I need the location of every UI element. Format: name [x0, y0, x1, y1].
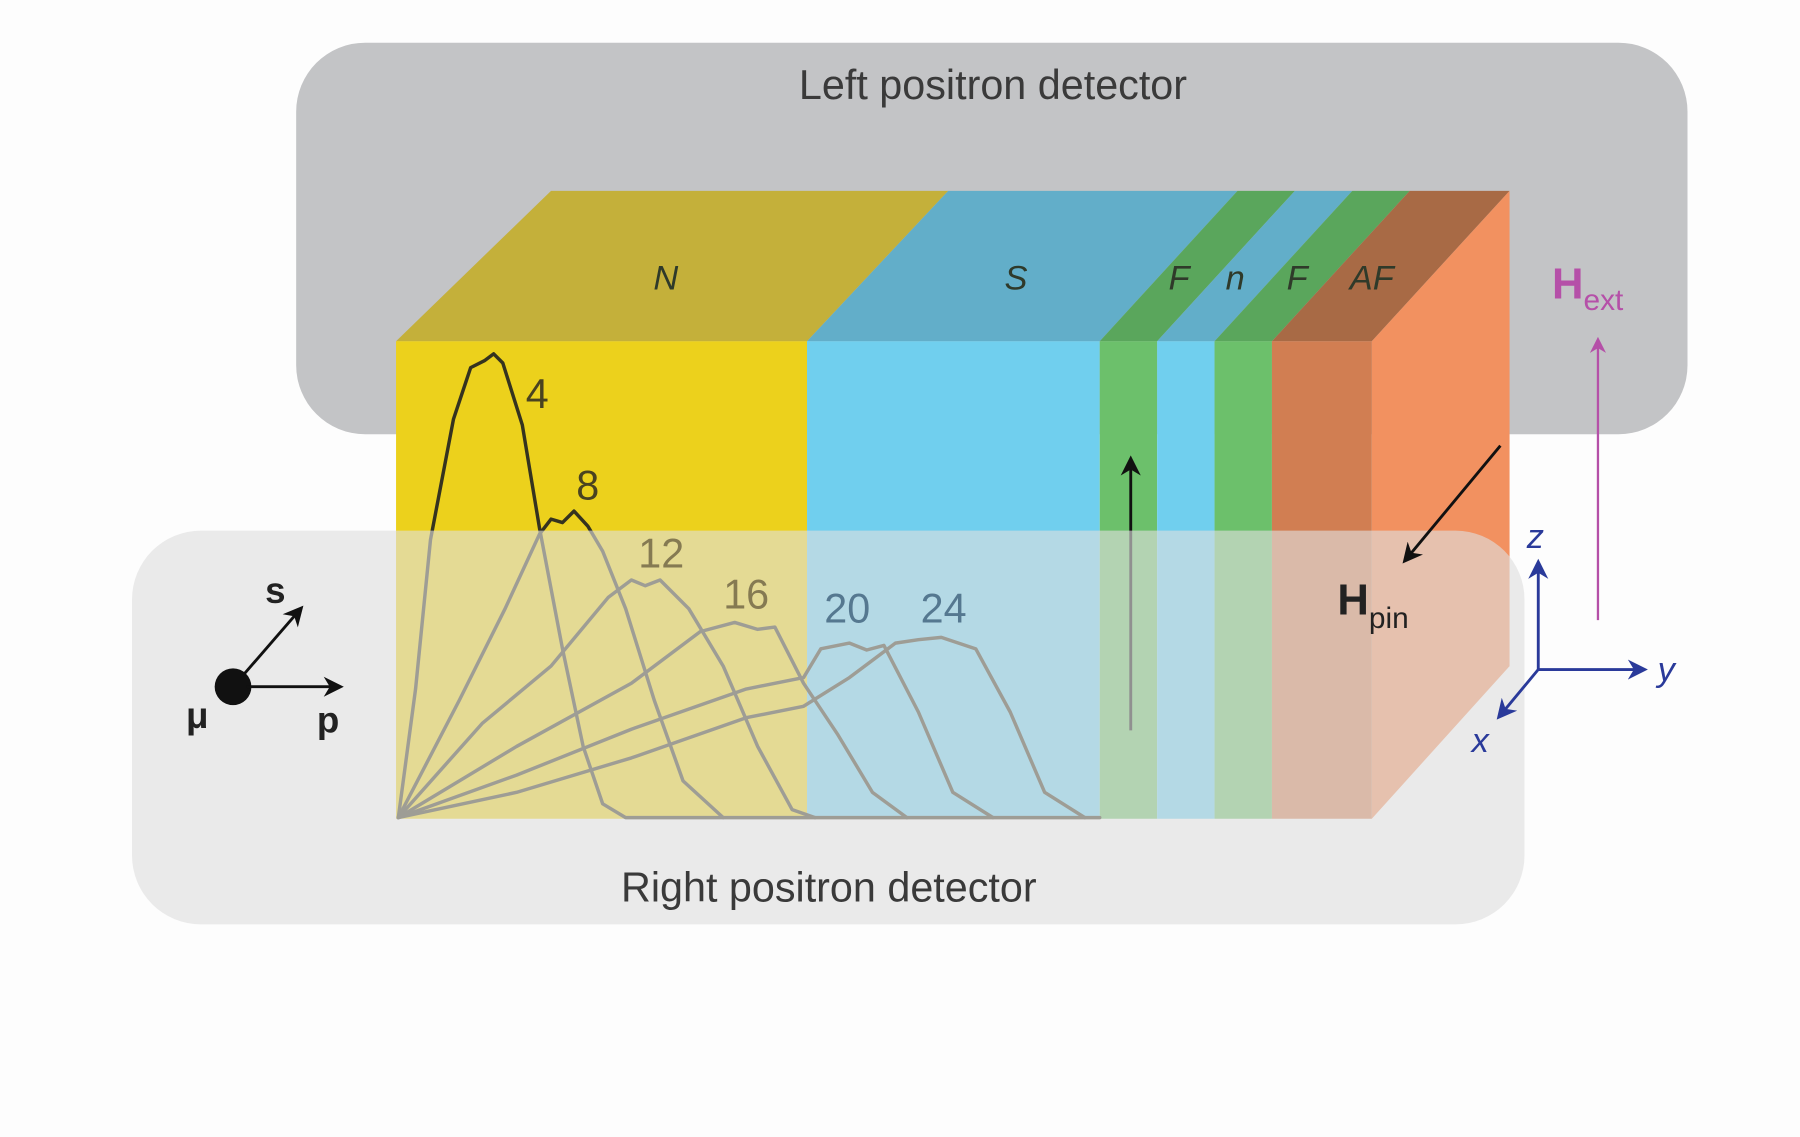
right-detector-label: Right positron detector: [621, 864, 1037, 910]
h-pin-label: Hpin: [1337, 576, 1408, 635]
muon-label: μ: [186, 695, 208, 736]
spin-arrow: [239, 605, 304, 679]
y-axis-label: y: [1656, 651, 1677, 689]
layer-label-n: N: [653, 260, 678, 298]
left-detector-label: Left positron detector: [799, 62, 1187, 108]
layer-label-af: AF: [1348, 260, 1396, 298]
curve-label-24: 24: [921, 585, 967, 631]
momentum-label: p: [317, 700, 339, 741]
layer-label-n2: n: [1226, 260, 1245, 298]
curve-label-16: 16: [723, 572, 769, 618]
x-axis: [1496, 668, 1540, 720]
layer-label-s: S: [1004, 260, 1027, 298]
layer-f2-top: [1214, 190, 1410, 342]
curve-label-20: 20: [824, 585, 870, 631]
layer-af-top: [1271, 190, 1510, 342]
x-axis-label: x: [1470, 722, 1491, 760]
z-axis-label: z: [1526, 518, 1544, 556]
h-pin-arrow: [1402, 444, 1502, 564]
curve-label-8: 8: [576, 463, 599, 509]
h-ext-label: Hext: [1552, 261, 1624, 317]
layer-label-f1: F: [1168, 260, 1191, 298]
curve-label-4: 4: [526, 371, 549, 417]
layer-f1-top: [1099, 190, 1295, 342]
layer-n2-top: [1157, 190, 1353, 342]
curve-label-12: 12: [638, 530, 684, 576]
layer-s-top: [807, 190, 1238, 342]
coordinate-axes: [1496, 558, 1648, 720]
spin-label: s: [265, 570, 285, 611]
right-positron-detector: [132, 530, 1525, 925]
layer-label-f2: F: [1287, 260, 1310, 298]
layer-n-top: [396, 190, 949, 342]
